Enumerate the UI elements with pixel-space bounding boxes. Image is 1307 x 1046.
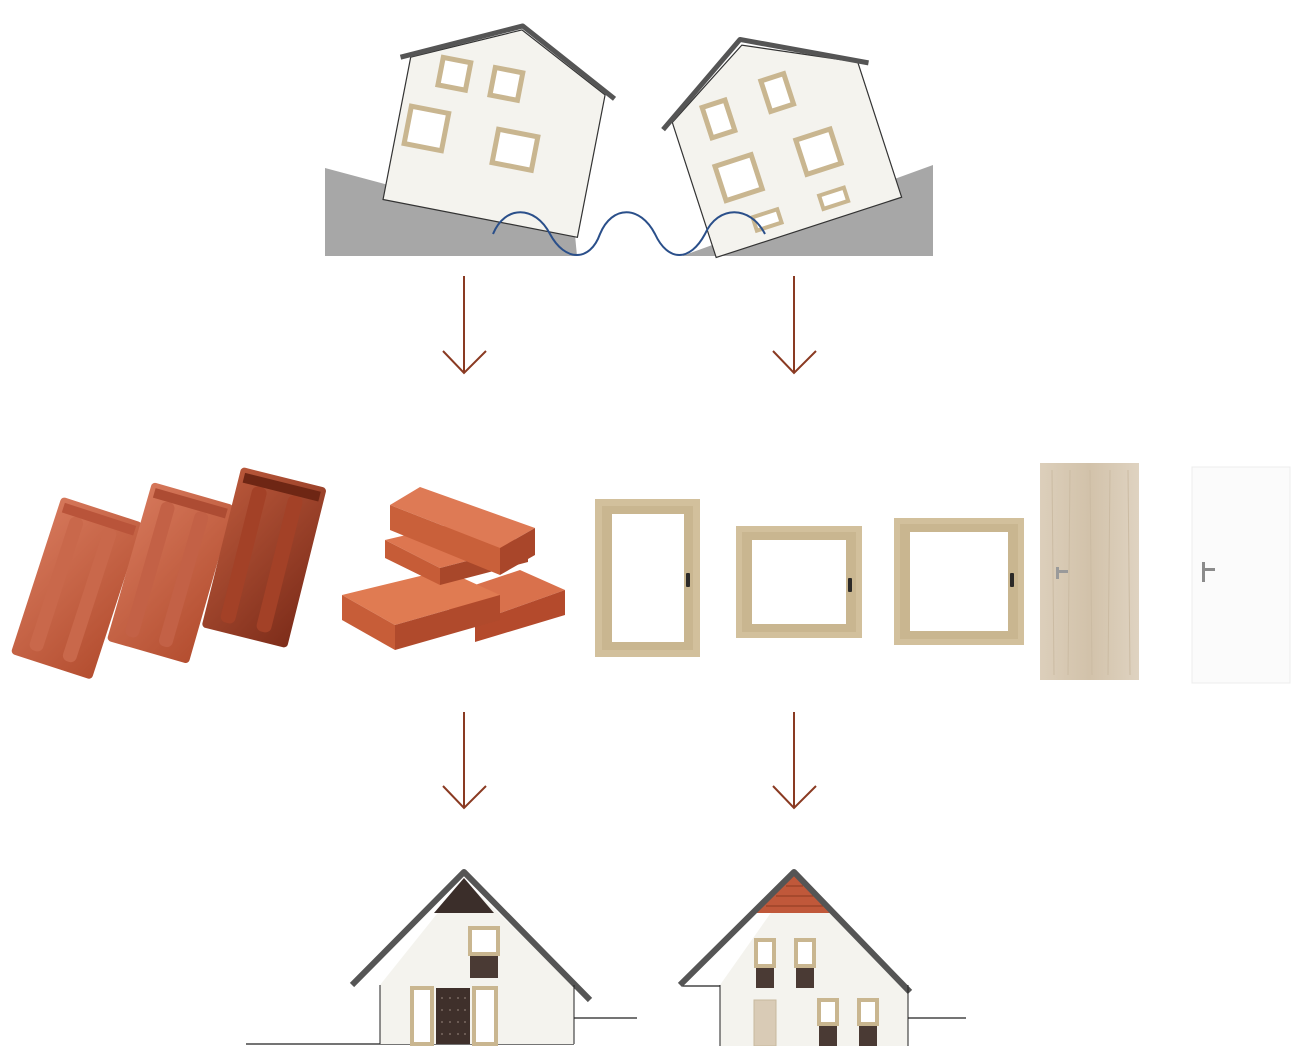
window-icon-tall (595, 499, 700, 657)
damaged-houses (325, 4, 933, 261)
white-door-icon (1192, 467, 1290, 683)
window-icon-small (736, 526, 862, 638)
arrow-left-1 (443, 276, 486, 373)
roof-tiles-icon (11, 467, 327, 680)
oak-door-icon (1040, 463, 1139, 680)
arrow-right-1 (773, 276, 816, 373)
right-rebuilt-house-icon (680, 872, 966, 1046)
arrow-left-2 (443, 712, 486, 808)
left-rebuilt-house-icon (246, 872, 637, 1044)
materials-row (11, 463, 1290, 683)
arrow-right-2 (773, 712, 816, 808)
left-tilted-house-icon (373, 4, 625, 239)
bricks-icon (342, 487, 565, 650)
window-icon-medium (894, 518, 1024, 645)
